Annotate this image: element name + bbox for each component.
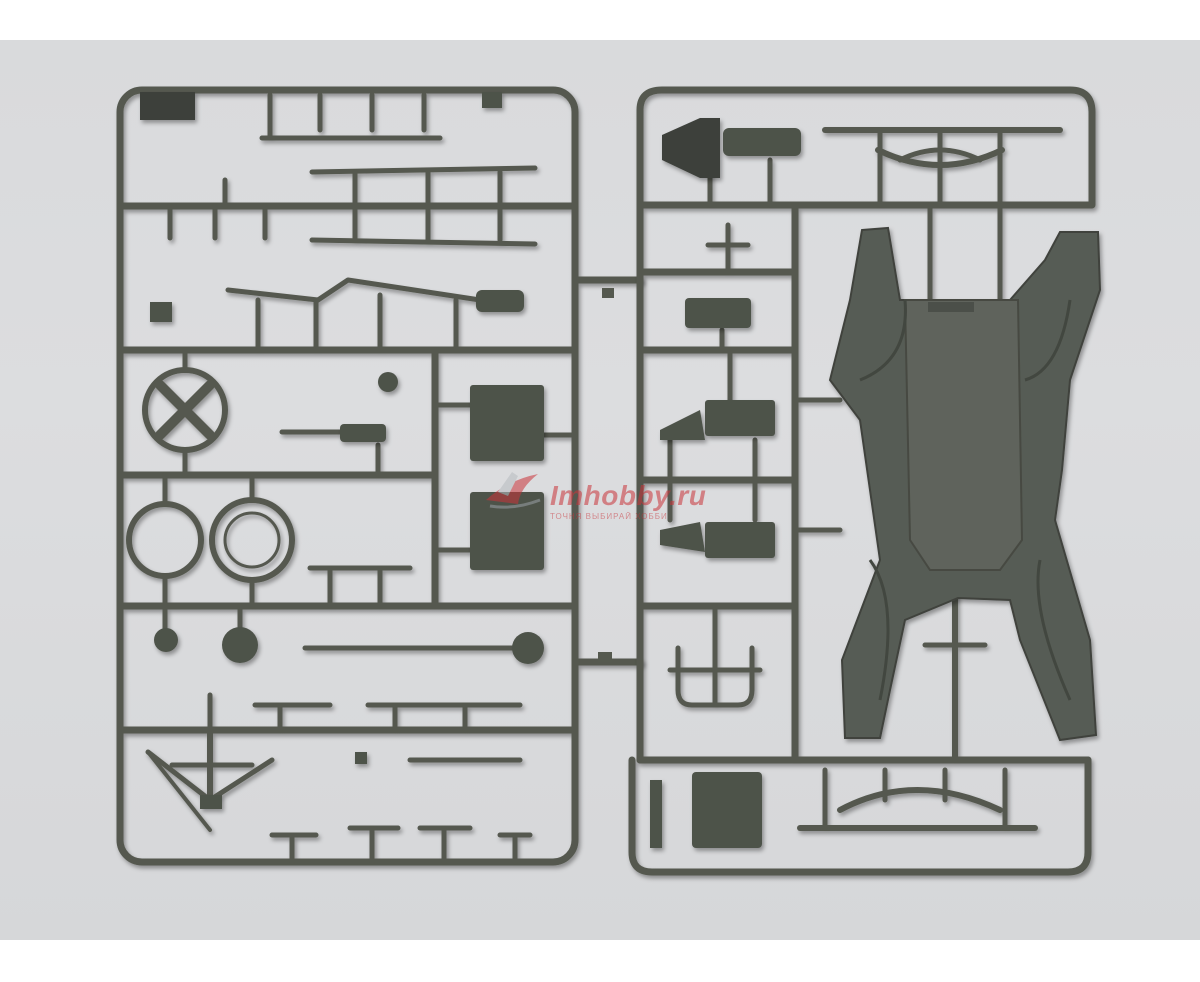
watermark-tagline: ТОЧНЯ ВЫБИРАЙ ХОББИ: [550, 512, 668, 521]
watermark-logo-icon: [486, 472, 541, 509]
gates: [598, 288, 614, 662]
watermark-site: Imhobby.ru: [550, 480, 707, 511]
watermark: Imhobby.ru ТОЧНЯ ВЫБИРАЙ ХОББИ: [478, 458, 738, 528]
right-sprue: [628, 86, 1096, 876]
chassis-part: [828, 226, 1102, 742]
right-sprue-parts: [650, 118, 801, 848]
left-sprue: [116, 86, 644, 866]
left-sprue-parts: [140, 92, 544, 809]
